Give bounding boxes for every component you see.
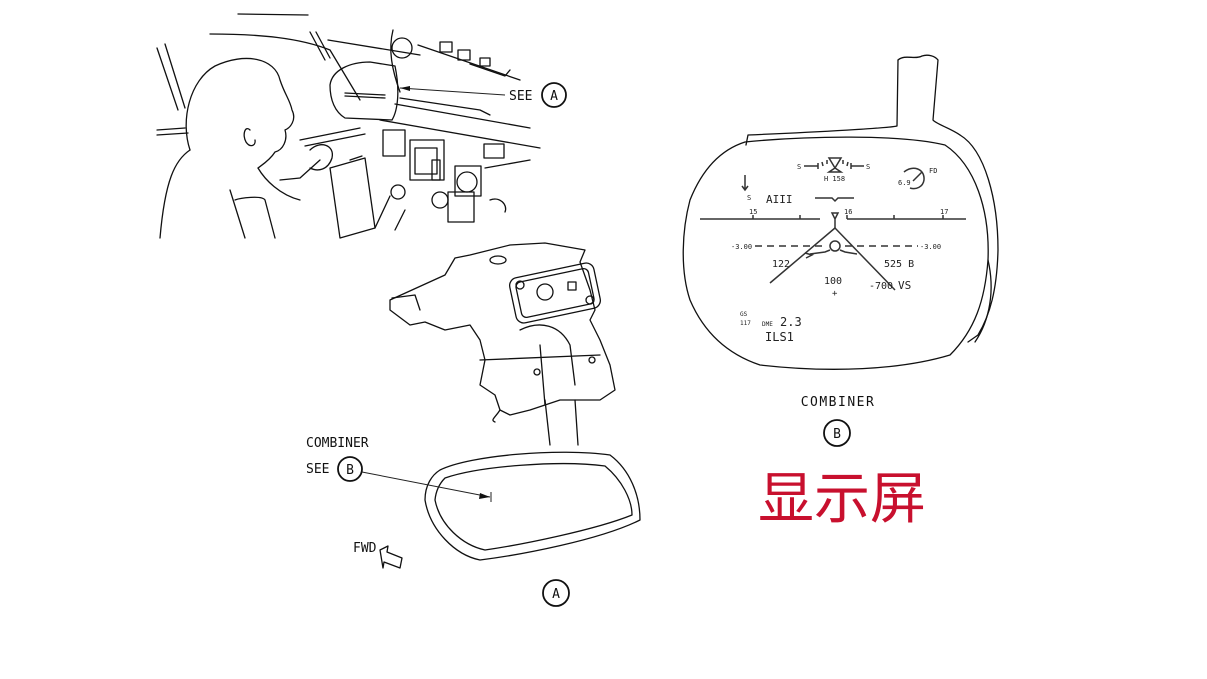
- dme-value: 2.3: [780, 315, 802, 329]
- center-marker: +: [832, 289, 838, 299]
- see-label: SEE: [306, 462, 329, 477]
- callout-see-a: SEE A: [399, 82, 567, 108]
- altitude-readout: 525 B: [884, 259, 914, 270]
- fwd-indicator: FWD: [353, 541, 403, 569]
- horizon-tick-label: 15: [749, 208, 757, 216]
- fwd-arrow-icon: [379, 545, 403, 569]
- heading-side-right: S: [866, 163, 870, 171]
- horizon-tick-label: 16: [844, 208, 852, 216]
- callout-see-label: SEE: [509, 89, 532, 104]
- detail-ref-letter: A: [550, 89, 558, 104]
- combiner-label: COMBINER: [306, 436, 369, 451]
- center-readout: 100: [824, 276, 842, 287]
- horizon-tick-label: 17: [940, 208, 948, 216]
- vs-label: VS: [898, 279, 911, 292]
- gs-value: 117: [740, 320, 751, 327]
- display-screen-caption: 显示屏: [758, 467, 926, 532]
- combiner-callout: COMBINER SEE B: [306, 436, 492, 502]
- heading-readout: H 158: [824, 175, 845, 183]
- pitch-label-left: -3.00: [731, 243, 752, 251]
- approach-mode: AIII: [766, 193, 793, 206]
- gs-label: GS: [740, 311, 748, 318]
- heading-side-left: S: [797, 163, 801, 171]
- hud-projector-unit: [389, 242, 616, 446]
- detail-ref-circle: [337, 456, 363, 482]
- combiner-title: COMBINER: [801, 395, 876, 410]
- vertical-speed-readout: -700: [869, 281, 893, 292]
- detail-ref-circle: [541, 82, 567, 108]
- fd-value: 6.9: [898, 179, 911, 187]
- down-arrow-icon: [741, 175, 749, 192]
- airspeed-readout: 122: [772, 259, 790, 270]
- detail-ref-letter: B: [833, 427, 841, 442]
- combiner-glass: [424, 451, 641, 561]
- nav-source: ILS1: [765, 330, 794, 344]
- hud-symbology: S S H 158 S AIII 6.9 FD 15 16 17 -3.00 -…: [700, 157, 966, 344]
- flight-path-vector-icon: [829, 240, 841, 252]
- detail-ref-letter: B: [346, 463, 354, 478]
- pitch-label-right: -3.00: [920, 243, 941, 251]
- detail-b-title: COMBINER B: [801, 395, 876, 447]
- fwd-label: FWD: [353, 541, 377, 556]
- fd-gauge-icon: [903, 167, 925, 190]
- detail-a-marker: A: [542, 579, 570, 607]
- heading-pointer-icon: [826, 157, 844, 173]
- left-marker: S: [747, 194, 751, 202]
- fd-label: FD: [929, 167, 937, 175]
- cockpit-illustration: [156, 13, 541, 239]
- combiner-detail-view: [682, 54, 999, 370]
- dme-label: DME: [762, 321, 773, 328]
- detail-ref-letter: A: [552, 587, 560, 602]
